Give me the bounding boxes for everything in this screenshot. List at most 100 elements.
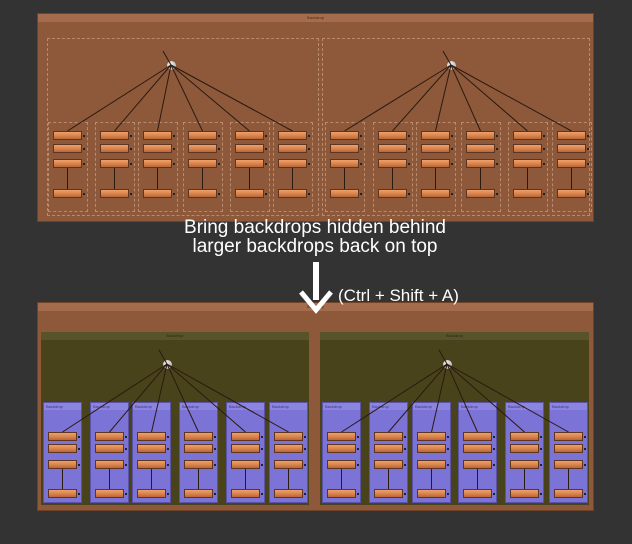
node[interactable] bbox=[278, 144, 310, 153]
node[interactable] bbox=[378, 144, 410, 153]
node[interactable] bbox=[48, 432, 80, 441]
node[interactable] bbox=[231, 489, 263, 498]
node[interactable] bbox=[421, 189, 453, 198]
main-backdrop-before[interactable]: Backdrop bbox=[38, 14, 593, 221]
node[interactable] bbox=[417, 460, 449, 469]
node[interactable] bbox=[327, 444, 359, 453]
node[interactable] bbox=[374, 444, 406, 453]
node[interactable] bbox=[510, 432, 542, 441]
node[interactable] bbox=[378, 131, 410, 140]
node[interactable] bbox=[466, 144, 498, 153]
node[interactable] bbox=[466, 189, 498, 198]
node[interactable] bbox=[53, 159, 85, 168]
node[interactable] bbox=[513, 189, 545, 198]
node[interactable] bbox=[513, 159, 545, 168]
node[interactable] bbox=[137, 460, 169, 469]
node[interactable] bbox=[100, 189, 132, 198]
node[interactable] bbox=[95, 489, 127, 498]
node[interactable] bbox=[417, 489, 449, 498]
node[interactable] bbox=[463, 432, 495, 441]
node[interactable] bbox=[100, 131, 132, 140]
node[interactable] bbox=[330, 159, 362, 168]
wire bbox=[446, 363, 525, 433]
node[interactable] bbox=[137, 444, 169, 453]
node[interactable] bbox=[327, 489, 359, 498]
node[interactable] bbox=[143, 189, 175, 198]
node[interactable] bbox=[378, 189, 410, 198]
node[interactable] bbox=[274, 444, 306, 453]
node[interactable] bbox=[557, 144, 589, 153]
node[interactable] bbox=[231, 444, 263, 453]
node[interactable] bbox=[53, 189, 85, 198]
node[interactable] bbox=[235, 159, 267, 168]
node[interactable] bbox=[278, 159, 310, 168]
node[interactable] bbox=[554, 432, 586, 441]
node[interactable] bbox=[513, 144, 545, 153]
node[interactable] bbox=[554, 489, 586, 498]
node[interactable] bbox=[510, 489, 542, 498]
node[interactable] bbox=[95, 444, 127, 453]
node[interactable] bbox=[466, 159, 498, 168]
node[interactable] bbox=[48, 489, 80, 498]
node[interactable] bbox=[554, 460, 586, 469]
node[interactable] bbox=[330, 144, 362, 153]
node[interactable] bbox=[188, 131, 220, 140]
node[interactable] bbox=[554, 444, 586, 453]
node[interactable] bbox=[184, 432, 216, 441]
node[interactable] bbox=[557, 159, 589, 168]
node[interactable] bbox=[330, 189, 362, 198]
node[interactable] bbox=[510, 460, 542, 469]
node[interactable] bbox=[235, 131, 267, 140]
node[interactable] bbox=[137, 489, 169, 498]
node[interactable] bbox=[327, 460, 359, 469]
node[interactable] bbox=[463, 444, 495, 453]
node[interactable] bbox=[374, 432, 406, 441]
column-frame bbox=[373, 122, 413, 212]
node[interactable] bbox=[184, 489, 216, 498]
node[interactable] bbox=[378, 159, 410, 168]
node[interactable] bbox=[137, 432, 169, 441]
node[interactable] bbox=[188, 159, 220, 168]
node[interactable] bbox=[143, 144, 175, 153]
node[interactable] bbox=[100, 144, 132, 153]
node[interactable] bbox=[235, 189, 267, 198]
node[interactable] bbox=[95, 460, 127, 469]
node[interactable] bbox=[188, 189, 220, 198]
node[interactable] bbox=[327, 432, 359, 441]
node[interactable] bbox=[184, 444, 216, 453]
node[interactable] bbox=[466, 131, 498, 140]
node[interactable] bbox=[374, 460, 406, 469]
node[interactable] bbox=[274, 432, 306, 441]
node[interactable] bbox=[48, 444, 80, 453]
node[interactable] bbox=[330, 131, 362, 140]
node[interactable] bbox=[557, 131, 589, 140]
node[interactable] bbox=[557, 189, 589, 198]
node[interactable] bbox=[421, 159, 453, 168]
node[interactable] bbox=[188, 144, 220, 153]
node[interactable] bbox=[231, 460, 263, 469]
node[interactable] bbox=[274, 489, 306, 498]
node[interactable] bbox=[278, 189, 310, 198]
node[interactable] bbox=[421, 131, 453, 140]
node[interactable] bbox=[184, 460, 216, 469]
node[interactable] bbox=[463, 460, 495, 469]
node[interactable] bbox=[417, 432, 449, 441]
node[interactable] bbox=[374, 489, 406, 498]
node[interactable] bbox=[510, 444, 542, 453]
node[interactable] bbox=[274, 460, 306, 469]
node[interactable] bbox=[95, 432, 127, 441]
node[interactable] bbox=[463, 489, 495, 498]
node[interactable] bbox=[53, 131, 85, 140]
node[interactable] bbox=[235, 144, 267, 153]
node[interactable] bbox=[513, 131, 545, 140]
node[interactable] bbox=[143, 159, 175, 168]
node[interactable] bbox=[417, 444, 449, 453]
node[interactable] bbox=[278, 131, 310, 140]
node[interactable] bbox=[231, 432, 263, 441]
node[interactable] bbox=[48, 460, 80, 469]
node[interactable] bbox=[143, 131, 175, 140]
node[interactable] bbox=[53, 144, 85, 153]
node[interactable] bbox=[100, 159, 132, 168]
node[interactable] bbox=[421, 144, 453, 153]
inner-backdrop[interactable]: Backdrop bbox=[41, 332, 309, 505]
